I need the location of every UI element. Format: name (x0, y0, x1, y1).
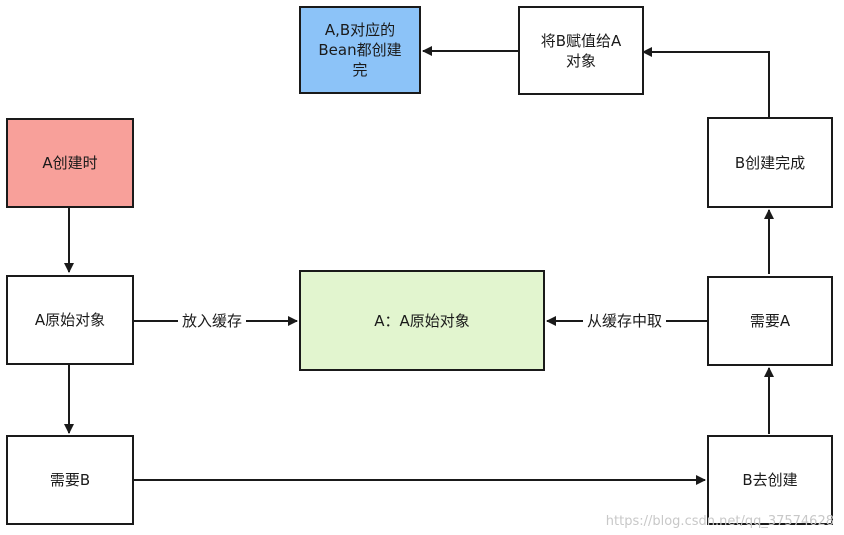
edge-label-put-cache: 放入缓存 (178, 311, 247, 331)
node-cache: A：A原始对象 (299, 270, 545, 371)
node-b-done-label: B创建完成 (734, 153, 806, 172)
node-need-b-label: 需要B (49, 471, 91, 489)
node-all-done: A,B对应的Bean都创建完 (299, 6, 421, 94)
node-assign-label: 将B赋值给A对象 (540, 31, 622, 70)
node-a-create: A创建时 (6, 118, 134, 208)
node-need-a-label: 需要A (749, 312, 791, 330)
node-a-create-label: A创建时 (42, 154, 98, 172)
node-a-raw: A原始对象 (6, 275, 134, 365)
node-assign: 将B赋值给A对象 (518, 6, 644, 95)
node-a-raw-label: A原始对象 (34, 311, 106, 329)
node-b-create: B去创建 (707, 435, 833, 525)
edge-label-get-cache: 从缓存中取 (583, 311, 667, 331)
arrow-bdone-to-assign (642, 47, 770, 117)
node-b-create-label: B去创建 (742, 471, 798, 489)
watermark: https://blog.csdn.net/qq_37574628 (605, 514, 834, 529)
node-b-done: B创建完成 (707, 117, 833, 208)
node-all-done-label: A,B对应的Bean都创建完 (318, 21, 402, 79)
node-need-a: 需要A (707, 276, 833, 366)
node-cache-label: A：A原始对象 (374, 311, 470, 330)
node-need-b: 需要B (6, 435, 134, 525)
